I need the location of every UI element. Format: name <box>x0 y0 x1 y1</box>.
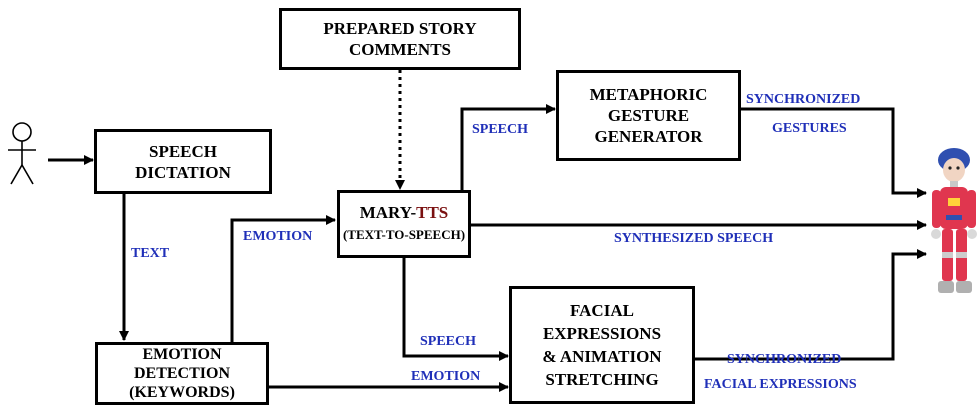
emotion-detection-line3: (KEYWORDS) <box>129 384 235 401</box>
mary-tts-title-a: MARY- <box>359 203 417 222</box>
arrow-gestures <box>740 107 927 198</box>
facial-line2: EXPRESSIONS <box>542 324 662 343</box>
edge-label-synchronized-top: SYNCHRONIZED <box>746 92 861 107</box>
arrow-speech-bottom <box>402 257 509 361</box>
prepared-story-line1: PREPARED STORY <box>323 19 477 38</box>
metaphoric-gesture-box: METAPHORIC GESTURE GENERATOR <box>556 70 741 161</box>
edge-label-gestures: GESTURES <box>772 121 847 136</box>
arrow-speech-top <box>460 104 556 190</box>
metaphoric-line2: GESTURE <box>607 106 690 125</box>
speech-dictation-line2: DICTATION <box>135 162 231 182</box>
edge-label-speech-bottom: SPEECH <box>420 334 477 349</box>
edge-label-facial-expressions: FACIAL EXPRESSIONS <box>704 377 857 392</box>
arrow-emotion-top <box>230 215 336 342</box>
emotion-detection-line1: EMOTION <box>142 346 222 363</box>
edge-label-emotion-bottom: EMOTION <box>411 369 481 384</box>
mary-tts-sub: (TEXT-TO-SPEECH) <box>342 227 466 242</box>
emotion-detection-line2: DETECTION <box>133 365 231 382</box>
edge-label-emotion-top: EMOTION <box>243 229 313 244</box>
speech-dictation-line1: SPEECH <box>148 141 218 161</box>
prepared-story-box: PREPARED STORY COMMENTS <box>279 8 521 70</box>
robot-figure <box>931 148 977 293</box>
prepared-story-line2: COMMENTS <box>349 40 451 59</box>
mary-tts-title-b: TTS <box>416 203 449 222</box>
emotion-detection-box: EMOTION DETECTION (KEYWORDS) <box>95 342 269 405</box>
facial-expressions-box: FACIAL EXPRESSIONS & ANIMATION STRETCHIN… <box>509 286 695 404</box>
edge-label-synchronized-bottom: SYNCHRONIZED <box>727 352 842 367</box>
mary-tts-title: MARY-TTS <box>360 202 449 224</box>
edge-label-speech-top: SPEECH <box>472 122 529 137</box>
metaphoric-line3: GENERATOR <box>594 127 703 146</box>
facial-line4: STRETCHING <box>545 370 659 389</box>
edge-label-synthesized-speech: SYNTHESIZED SPEECH <box>614 231 774 246</box>
metaphoric-line1: METAPHORIC <box>589 85 708 104</box>
speech-dictation-box: SPEECH DICTATION <box>94 129 272 194</box>
arrow-facial <box>694 249 927 361</box>
edge-label-text: TEXT <box>131 246 170 261</box>
facial-line1: FACIAL <box>570 301 634 320</box>
stick-figure-icon <box>8 122 36 185</box>
facial-line3: & ANIMATION <box>542 347 662 366</box>
mary-tts-box: MARY-TTS (TEXT-TO-SPEECH) <box>337 190 471 258</box>
